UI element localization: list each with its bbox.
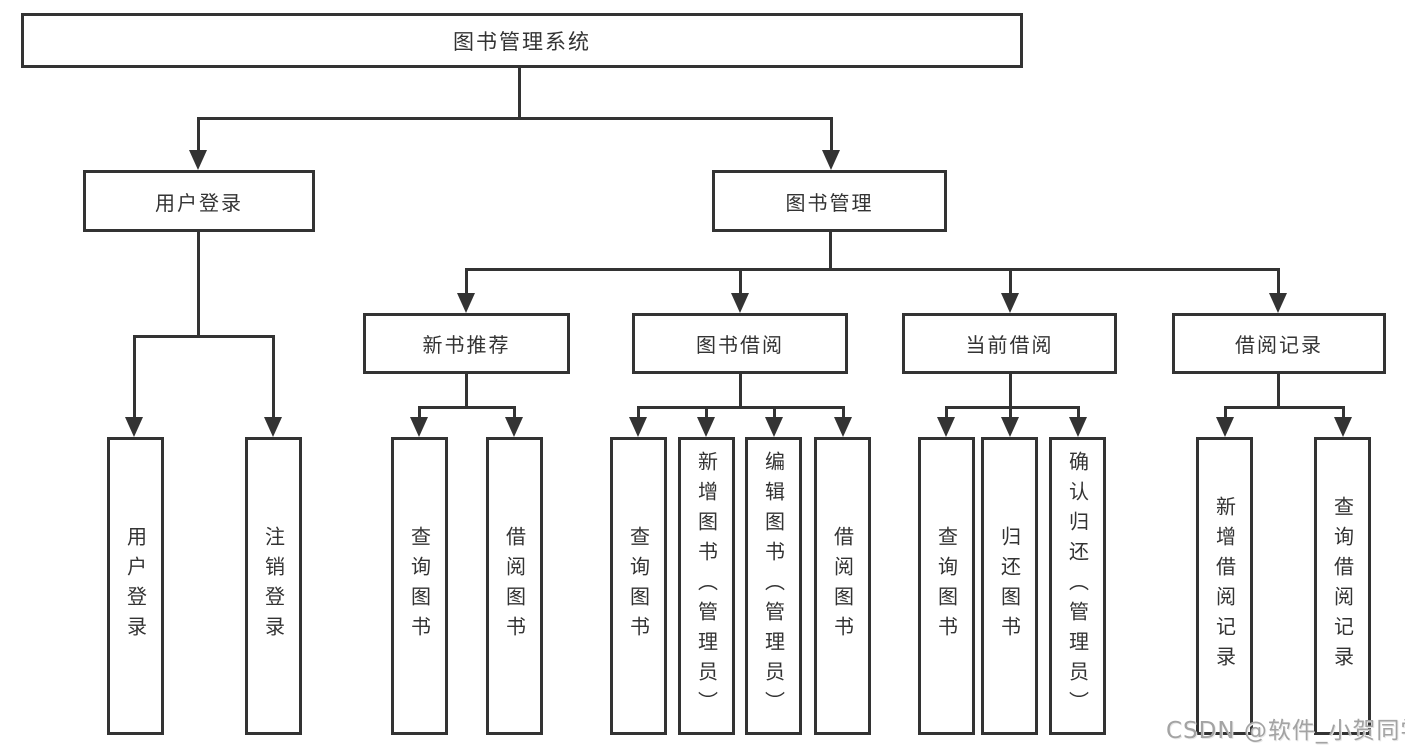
node-label: 查询图书 [626, 526, 651, 646]
connector-line [705, 406, 708, 419]
connector-line [1009, 268, 1012, 295]
arrow-down-icon [697, 417, 715, 437]
connector-line [739, 268, 742, 295]
node-label: 查询图书 [407, 526, 432, 646]
node-label: 查询借阅记录 [1330, 496, 1355, 676]
node-label: 图书管理 [785, 190, 874, 215]
connector-line [513, 406, 516, 419]
arrow-down-icon [125, 417, 143, 437]
arrow-down-icon [505, 417, 523, 437]
leaf-current-return-book: 归还图书 [981, 437, 1038, 735]
leaf-borrow-query-book: 查询图书 [610, 437, 667, 735]
connector-line [739, 374, 742, 409]
connector-line [518, 68, 521, 120]
arrow-down-icon [264, 417, 282, 437]
node-label: 借阅图书 [830, 526, 855, 646]
leaf-borrow-add-book-admin: 新增图书（管理员） [678, 437, 735, 735]
connector-line [842, 406, 845, 419]
node-user-login: 用户登录 [83, 170, 315, 232]
node-label: 编辑图书（管理员） [761, 451, 786, 721]
connector-line [1277, 374, 1280, 409]
arrow-down-icon [1216, 417, 1234, 437]
connector-line [272, 335, 275, 419]
leaf-user-login: 用户登录 [107, 437, 164, 735]
arrow-down-icon [410, 417, 428, 437]
node-current-borrow: 当前借阅 [902, 313, 1117, 374]
connector-line [133, 335, 274, 338]
connector-line [465, 268, 468, 295]
connector-line [1009, 406, 1012, 419]
connector-line [418, 406, 421, 419]
connector-line [418, 406, 516, 409]
node-book-borrow: 图书借阅 [632, 313, 848, 374]
arrow-down-icon [457, 293, 475, 313]
node-label: 新书推荐 [422, 333, 511, 357]
node-label: 查询图书 [934, 526, 959, 646]
arrow-down-icon [1001, 417, 1019, 437]
node-label: 确认归还（管理员） [1065, 451, 1090, 721]
csdn-watermark: CSDN @软件_小贺同学 [1166, 718, 1405, 744]
connector-line [1224, 406, 1227, 419]
arrow-down-icon [1069, 417, 1087, 437]
connector-line [197, 117, 832, 120]
node-label: 新增图书（管理员） [694, 451, 719, 721]
connector-line [197, 232, 200, 338]
leaf-current-confirm-return-admin: 确认归还（管理员） [1049, 437, 1106, 735]
node-label: 新增借阅记录 [1212, 496, 1237, 676]
connector-line [465, 374, 468, 409]
connector-line [773, 406, 776, 419]
arrow-down-icon [629, 417, 647, 437]
node-label: 用户登录 [155, 190, 243, 215]
arrow-down-icon [1001, 293, 1019, 313]
connector-line [1224, 406, 1345, 409]
arrow-down-icon [937, 417, 955, 437]
node-label: 图书借阅 [696, 333, 784, 357]
node-label: 借阅图书 [502, 526, 527, 646]
connector-line [133, 335, 136, 419]
connector-line [1277, 268, 1280, 295]
connector-line [945, 406, 1080, 409]
connector-line [1342, 406, 1345, 419]
node-label: 归还图书 [997, 526, 1022, 646]
node-label: 用户登录 [123, 526, 148, 646]
connector-line [637, 406, 640, 419]
arrow-down-icon [731, 293, 749, 313]
connector-line [637, 406, 845, 409]
node-borrow-record: 借阅记录 [1172, 313, 1386, 374]
leaf-recommend-query-book: 查询图书 [391, 437, 448, 735]
node-new-book-recommend: 新书推荐 [363, 313, 570, 374]
connector-line [829, 232, 832, 271]
node-root-system: 图书管理系统 [21, 13, 1023, 68]
leaf-logout-login: 注销登录 [245, 437, 302, 735]
leaf-record-query-record: 查询借阅记录 [1314, 437, 1371, 735]
arrow-down-icon [765, 417, 783, 437]
arrow-down-icon [822, 150, 840, 170]
arrow-down-icon [1269, 293, 1287, 313]
arrow-down-icon [1334, 417, 1352, 437]
connector-line [1009, 374, 1012, 409]
leaf-recommend-borrow-book: 借阅图书 [486, 437, 543, 735]
connector-line [465, 268, 1279, 271]
connector-line [945, 406, 948, 419]
connector-line [1077, 406, 1080, 419]
node-book-management: 图书管理 [712, 170, 947, 232]
connector-line [830, 117, 833, 152]
arrow-down-icon [834, 417, 852, 437]
leaf-current-query-book: 查询图书 [918, 437, 975, 735]
node-label: 借阅记录 [1235, 333, 1323, 357]
leaf-record-add-record: 新增借阅记录 [1196, 437, 1253, 735]
arrow-down-icon [189, 150, 207, 170]
leaf-borrow-edit-book-admin: 编辑图书（管理员） [745, 437, 802, 735]
node-label: 当前借阅 [965, 333, 1054, 357]
node-label: 图书管理系统 [453, 29, 591, 54]
connector-line [197, 117, 200, 152]
leaf-borrow-borrow-book: 借阅图书 [814, 437, 871, 735]
node-label: 注销登录 [261, 526, 286, 646]
